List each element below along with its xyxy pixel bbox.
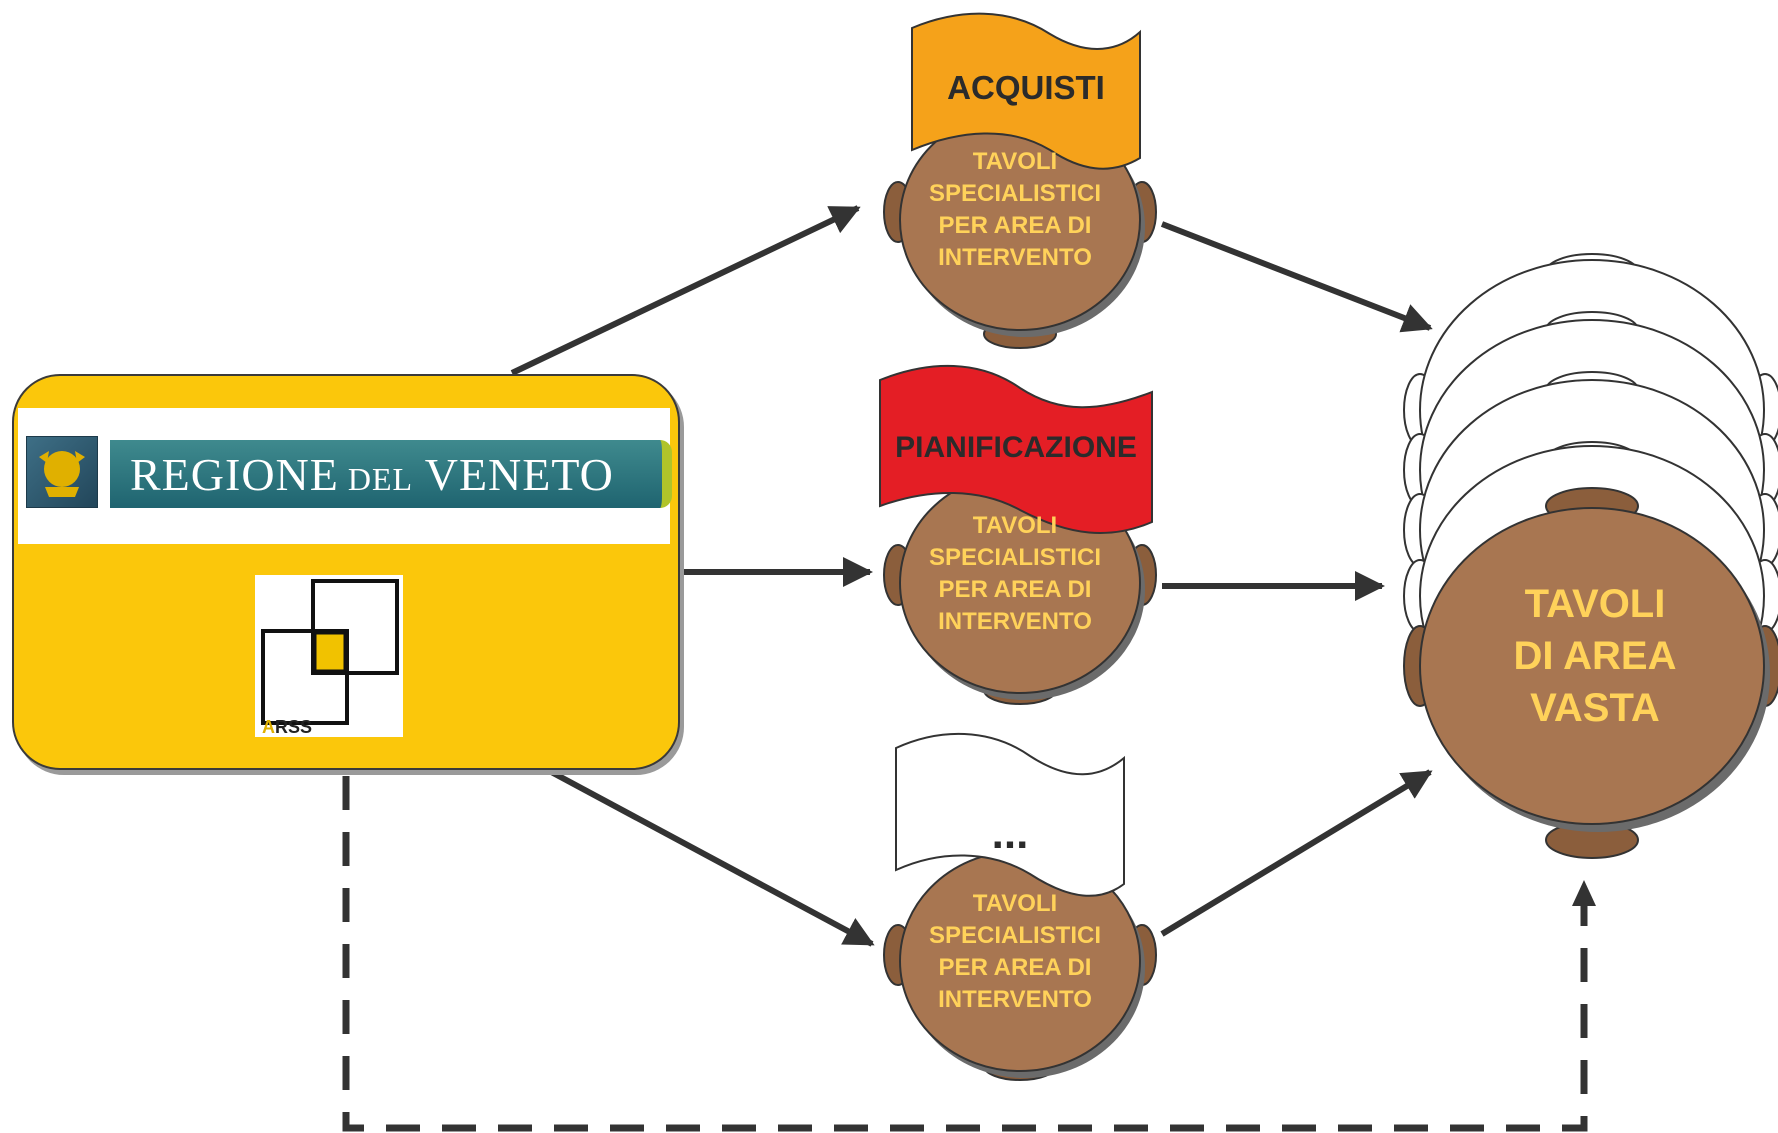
dashed-feedback-arrowhead	[1572, 880, 1596, 906]
arss-label: ARSS	[262, 717, 313, 737]
regione-title-bar	[110, 440, 672, 508]
area-vasta-stack	[1403, 253, 1778, 859]
arss-logo-icon	[255, 575, 403, 737]
area-vasta-label: TAVOLI DI AREA VASTA	[1513, 582, 1677, 730]
arrow-acquisti-to-vasta	[1160, 221, 1433, 333]
lion-logo-icon	[26, 436, 98, 508]
organization-name: REGIONE DEL VENETO	[130, 449, 614, 500]
flag-label-pianificazione: PIANIFICAZIONE	[895, 431, 1137, 464]
specialist-table-label-1: TAVOLI SPECIALISTICI PER AREA DI INTERVE…	[928, 148, 1102, 271]
arrow-third-to-vasta	[1160, 769, 1433, 937]
specialist-table-3	[883, 850, 1157, 1081]
flag-pianificazione	[879, 364, 1153, 535]
flag-label-acquisti: ACQUISTI	[947, 69, 1105, 106]
flag-ellipsis	[895, 732, 1125, 897]
specialist-table-label-2: TAVOLI SPECIALISTICI PER AREA DI INTERVE…	[928, 512, 1102, 635]
arrow-org-to-acquisti	[510, 205, 861, 376]
arrow-org-to-third-table	[540, 764, 875, 947]
specialist-table-label-3: TAVOLI SPECIALISTICI PER AREA DI INTERVE…	[928, 890, 1102, 1013]
flag-label-ellipsis: ...	[991, 809, 1029, 858]
flag-acquisti	[911, 12, 1141, 170]
dashed-feedback-line	[342, 776, 1588, 1132]
